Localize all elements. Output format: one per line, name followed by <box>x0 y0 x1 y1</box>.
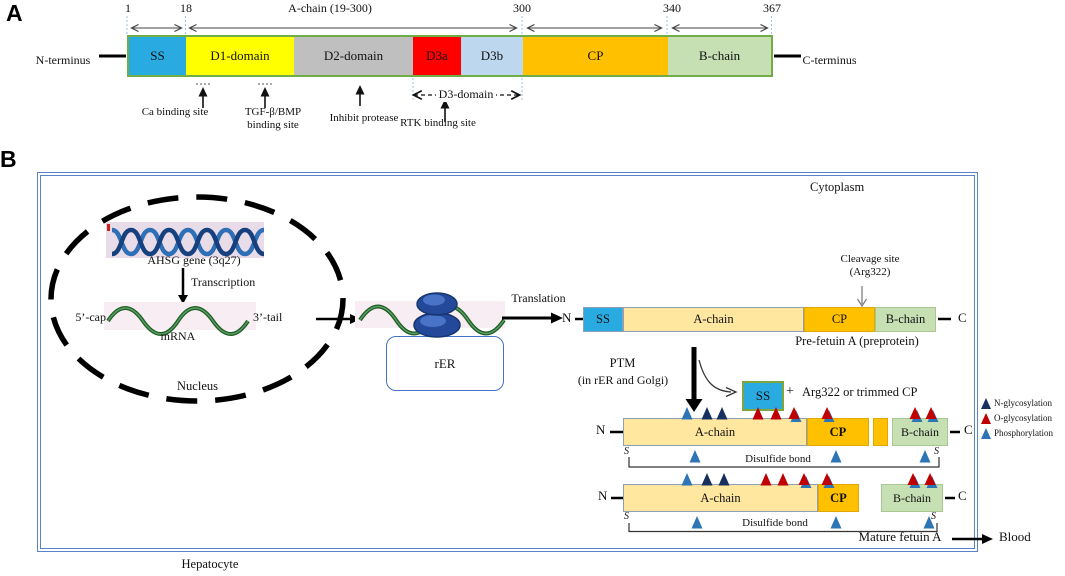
segment-d3b: D3b <box>461 37 523 75</box>
segment-d3b-label: D3b <box>480 48 504 63</box>
n-glycosylation-label: N-glycosylation <box>994 398 1052 408</box>
segment-d2: D2-domain <box>294 37 413 75</box>
m1-cp-label: CP <box>829 424 847 439</box>
pre-fetuin-label: Pre-fetuin A (preprotein) <box>795 334 919 348</box>
pre-bchain-label: B-chain <box>885 312 926 326</box>
segment-ss: SS <box>129 37 186 75</box>
m1-bchain-label: B-chain <box>901 424 939 439</box>
phosphorylation-triangle-icon <box>981 428 991 439</box>
pre-cp-block: CP <box>804 307 875 332</box>
pre-achain-label: A-chain <box>693 312 734 326</box>
m2-c-label: C <box>958 488 967 503</box>
m1-disulfide-label: Disulfide bond <box>745 453 811 465</box>
o-glycosylation-triangle-icon <box>981 413 991 424</box>
tgf-bmp-binding-site-label: TGF-β/BMP binding site <box>218 106 328 131</box>
segment-bchain: B-chain <box>668 37 771 75</box>
m1-c-label: C <box>964 422 973 437</box>
segment-cp-label: CP <box>587 48 604 63</box>
nucleus-label: Nucleus <box>177 379 218 393</box>
domain-bar: SS D1-domain D2-domain D3a D3b CP B-chai… <box>127 35 773 77</box>
rtk-binding-site-label: RTK binding site <box>400 117 476 129</box>
plus-sign: + <box>786 384 794 399</box>
transcription-label: Transcription <box>191 275 256 289</box>
m2-disulfide-label: Disulfide bond <box>742 517 808 529</box>
three-prime-tail-label: 3’-tail <box>253 310 283 324</box>
n-glycosylation-triangle-icon <box>981 398 991 409</box>
m1-bchain-block: B-chain <box>892 418 948 446</box>
blood-label: Blood <box>999 529 1031 544</box>
residue-tick-367: 367 <box>763 1 781 15</box>
pre-ss-label: SS <box>596 312 610 326</box>
segment-ss-label: SS <box>150 48 165 63</box>
segment-d2-label: D2-domain <box>323 48 384 63</box>
m1-s-left: S <box>624 446 629 457</box>
d3-domain-label: D3-domain <box>436 87 496 102</box>
ptm-location-label: (in rER and Golgi) <box>577 373 669 387</box>
rer-box: rER <box>386 336 504 391</box>
cleaved-ss-label: SS <box>755 388 771 403</box>
segment-d1-label: D1-domain <box>210 48 270 63</box>
m2-cp-block: CP <box>818 484 859 512</box>
m1-s-right: S <box>934 446 939 457</box>
pre-n-label: N <box>562 310 572 325</box>
ahsg-gene-label: AHSG gene (3q27) <box>147 253 241 267</box>
cleavage-line2: (Arg322) <box>849 265 891 278</box>
residue-tick-18: 18 <box>180 1 192 15</box>
a-chain-span-label: A-chain (19-300) <box>288 1 372 15</box>
m1-n-label: N <box>596 422 606 437</box>
residue-tick-300: 300 <box>513 1 531 15</box>
m2-bchain-block: B-chain <box>881 484 943 512</box>
ca-binding-site-label: Ca binding site <box>141 106 209 118</box>
ptm-label: PTM <box>609 356 636 370</box>
ptm-legend: N-glycosylation O-glycosylation Phosphor… <box>981 398 1053 439</box>
segment-d3a: D3a <box>413 37 461 75</box>
m2-s-right: S <box>931 511 936 522</box>
cleaved-ss-box: SS <box>742 381 784 411</box>
five-prime-cap-label: 5’-cap <box>75 310 106 324</box>
tgf-bmp-line1: TGF-β/BMP <box>244 106 302 118</box>
cleavage-line1: Cleavage site <box>840 253 900 265</box>
m2-s-left: S <box>624 511 629 522</box>
cleavage-site-label: Cleavage site (Arg322) <box>810 253 930 278</box>
segment-d3a-label: D3a <box>426 48 448 63</box>
inhibit-protease-label: Inhibit protease <box>329 112 399 124</box>
pre-bchain-block: B-chain <box>875 307 936 332</box>
m1-achain-label: A-chain <box>694 424 736 439</box>
residue-tick-1: 1 <box>125 1 131 15</box>
m2-cp-label: CP <box>830 490 847 505</box>
o-glycosylation-label: O-glycosylation <box>994 413 1052 423</box>
hepatocyte-label: Hepatocyte <box>181 557 239 571</box>
panel-a-letter: A <box>6 0 23 26</box>
legend-row-nglycosylation: N-glycosylation <box>981 398 1053 409</box>
arg322-trimmed-cp-label: Arg322 or trimmed CP <box>802 385 918 399</box>
m2-n-label: N <box>598 488 608 503</box>
residue-tick-340: 340 <box>663 1 681 15</box>
m1-cp-block: CP <box>807 418 869 446</box>
pre-cp-label: CP <box>831 312 848 326</box>
rer-label: rER <box>434 355 456 371</box>
pre-ss-block: SS <box>583 307 623 332</box>
segment-cp: CP <box>523 37 668 75</box>
m2-achain-block: A-chain <box>623 484 818 512</box>
mrna-label: mRNA <box>160 329 196 343</box>
m2-bchain-label: B-chain <box>893 490 931 505</box>
legend-row-phosphorylation: Phosphorylation <box>981 428 1053 439</box>
mature-fetuin-label: Mature fetuin A <box>858 529 942 544</box>
c-terminus-label: C-terminus <box>802 53 857 67</box>
n-terminus-label: N-terminus <box>35 53 91 67</box>
m1-trimmed-cp-chip <box>873 418 888 446</box>
translation-label: Translation <box>511 291 566 305</box>
annotation-arrowheads <box>198 85 450 109</box>
m1-achain-block: A-chain <box>623 418 807 446</box>
phosphorylation-label: Phosphorylation <box>994 428 1054 438</box>
segment-bchain-label: B-chain <box>698 48 741 63</box>
segment-d1: D1-domain <box>186 37 294 75</box>
m2-achain-label: A-chain <box>700 490 741 505</box>
panel-b-letter: B <box>0 146 17 172</box>
pre-achain-block: A-chain <box>623 307 804 332</box>
cytoplasm-label: Cytoplasm <box>810 180 865 194</box>
pre-c-label: C <box>958 310 967 325</box>
legend-row-oglycosylation: O-glycosylation <box>981 413 1053 424</box>
tgf-bmp-line2: binding site <box>247 118 299 131</box>
